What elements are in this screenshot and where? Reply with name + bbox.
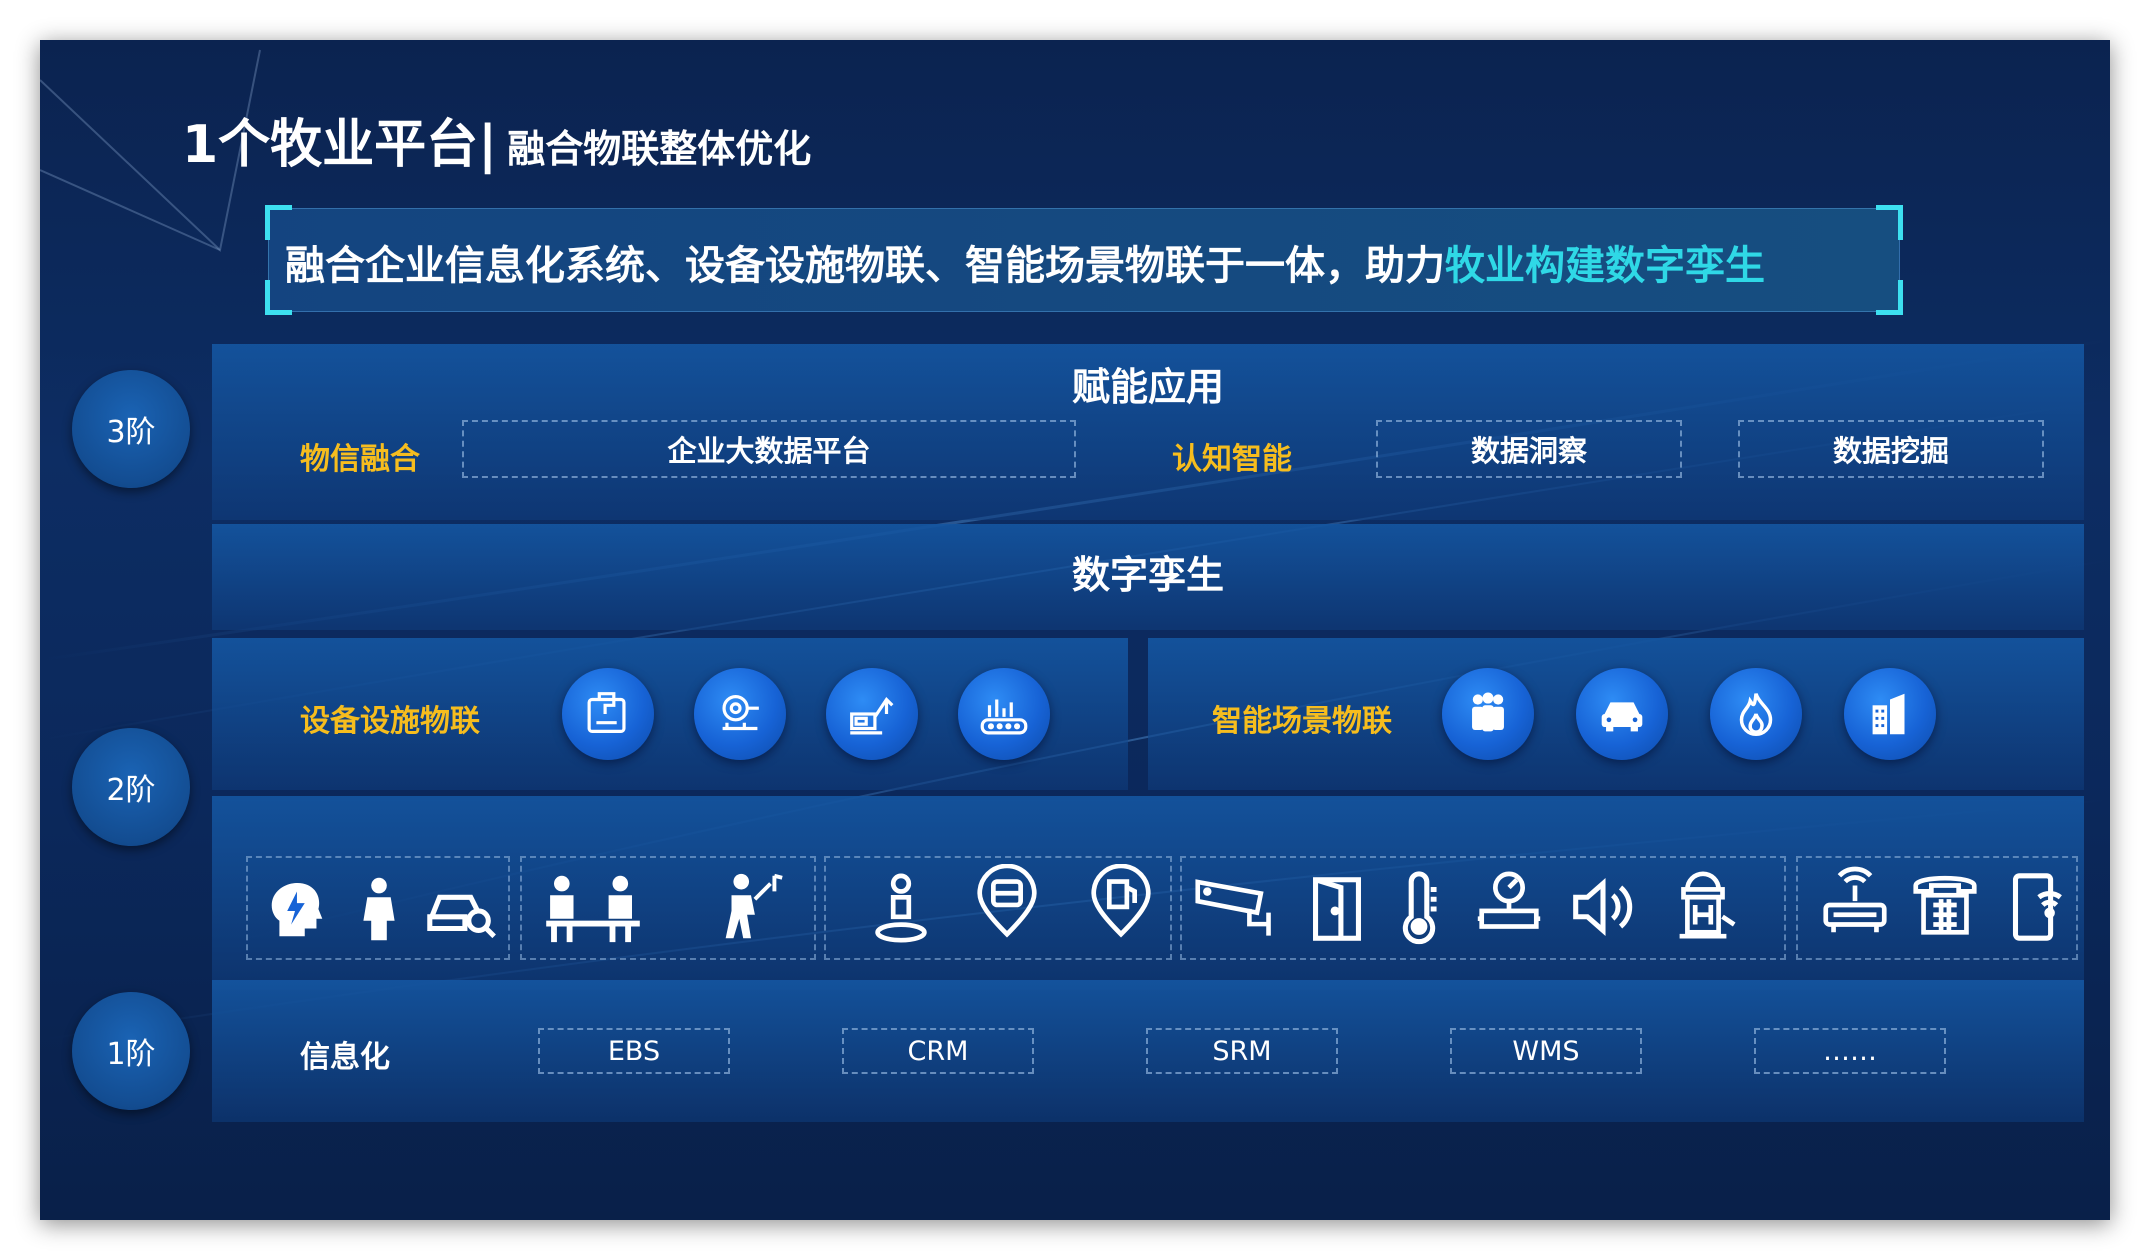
production-line-icon [958,668,1050,760]
tier1-panel: 信息化 EBS CRM SRM WMS …… [212,980,2084,1122]
tier2-title-panel: 数字孪生 [212,524,2084,630]
bracket-bottom-right [1876,280,1903,315]
excavator-icon [826,668,918,760]
motor-icon [694,668,786,760]
page-title: 1个牧业平台|融合物联整体优化 [182,102,811,177]
tier3-left-label: 物信融合 [300,442,420,477]
meeting-icon [546,875,640,943]
fire-icon [1710,668,1802,760]
location-person-icon [875,873,927,943]
tier3-left-box: 企业大数据平台 [462,420,1076,478]
banner: 融合企业信息化系统、设备设施物联、智能场景物联于一体，助力牧业构建数字孪生 [265,205,1903,315]
tier3-box-mining: 数据挖掘 [1738,420,2044,478]
banner-text-highlight: 牧业构建数字孪生 [1445,243,1765,289]
sensor-group-2 [520,856,816,960]
machine-tool-icon [562,668,654,760]
tier3-mid-label: 认知智能 [1172,442,1292,477]
system-box-more: …… [1754,1028,1946,1074]
car-search-icon [427,894,496,939]
car-icon [1576,668,1668,760]
location-bus-icon [977,864,1037,938]
tier1-badge: 1阶 [72,992,190,1110]
fire-hydrant-icon [1679,871,1736,939]
tier3-title: 赋能应用 [1071,365,1224,409]
tier2-title: 数字孪生 [1071,553,1224,597]
sensor-group-3 [824,856,1172,960]
sensor-group-5 [1796,856,2078,960]
sensor-group-1 [246,856,510,960]
tier3-box-insight: 数据洞察 [1376,420,1682,478]
scene-iot-label: 智能场景物联 [1212,704,1392,739]
sensor-group-4 [1180,856,1786,960]
system-box-crm: CRM [842,1028,1034,1074]
title-subtitle: 融合物联整体优化 [507,127,812,171]
head-bolt-icon [271,882,323,937]
banner-text: 融合企业信息化系统、设备设施物联、智能场景物联于一体，助力牧业构建数字孪生 [285,233,1765,291]
building-icon [1844,668,1936,760]
system-box-srm: SRM [1146,1028,1338,1074]
bracket-bottom-left [265,280,292,315]
location-fuel-icon [1091,864,1151,938]
title-main: 1个牧业平台| [182,115,498,175]
device-iot-label: 设备设施物联 [300,704,480,739]
woman-icon [363,877,395,941]
telephone-icon [1913,875,1977,935]
scene-iot-panel: 智能场景物联 [1148,638,2084,790]
router-icon [1823,866,1887,933]
banner-text-main: 融合企业信息化系统、设备设施物联、智能场景物联于一体，助力 [285,243,1445,289]
thermometer-icon [1402,871,1437,945]
system-box-ebs: EBS [538,1028,730,1074]
slide: 1个牧业平台|融合物联整体优化 融合企业信息化系统、设备设施物联、智能场景物联于… [40,40,2110,1220]
system-box-wms: WMS [1450,1028,1642,1074]
bracket-top-right [1876,205,1903,240]
door-icon [1313,877,1361,941]
tier1-title: 信息化 [300,1040,390,1075]
sensor-row-panel [212,796,2084,990]
bracket-top-left [265,205,292,240]
gauge-pipe-icon [1477,871,1541,929]
people-group-icon [1442,668,1534,760]
tier3-badge: 3阶 [72,370,190,488]
tier2-badge: 2阶 [72,728,190,846]
device-iot-panel: 设备设施物联 [212,638,1128,790]
speaker-icon [1573,878,1633,936]
performer-icon [725,873,783,939]
mobile-wifi-icon [2012,873,2062,941]
cctv-camera-icon [1195,879,1271,936]
tier3-panel: 赋能应用 物信融合 企业大数据平台 认知智能 数据洞察 数据挖掘 [212,344,2084,520]
